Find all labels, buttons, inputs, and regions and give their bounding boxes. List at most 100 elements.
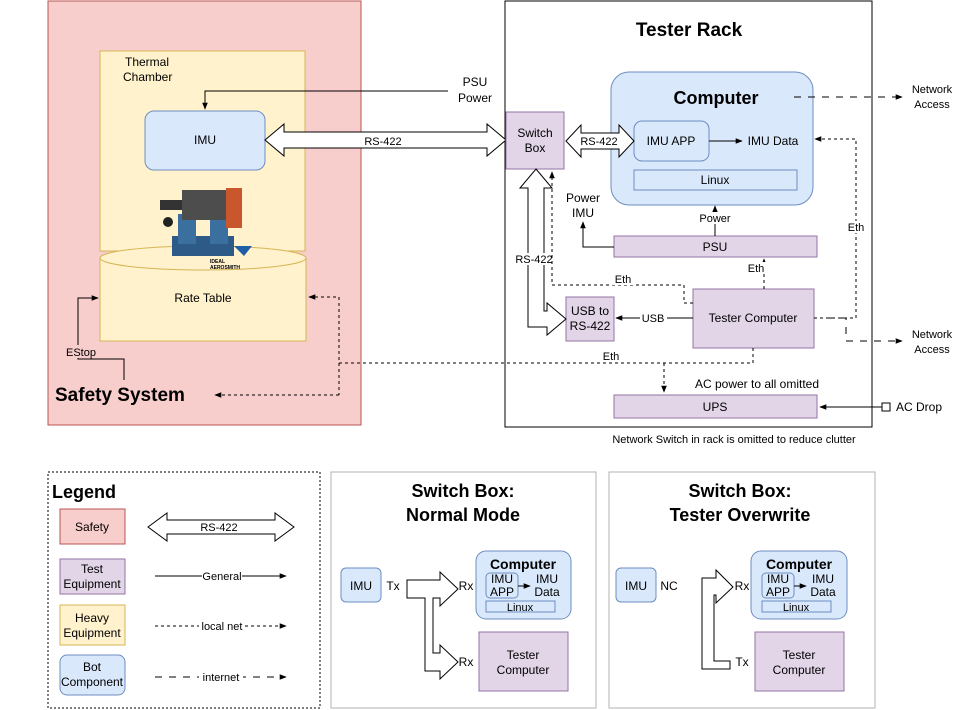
legend-title: Legend [52, 482, 116, 502]
rs422-main-label: RS-422 [364, 136, 401, 148]
normal-tx-label: Tx [386, 579, 399, 593]
rate-table-machine-image: IDEAL AEROSMITH [160, 188, 252, 271]
overwrite-imu-app-2: APP [766, 585, 790, 599]
linux-box [633, 169, 798, 191]
svg-text:IDEAL: IDEAL [210, 259, 225, 265]
overwrite-imu-data-2: Data [810, 585, 836, 599]
power-imu-label-2: IMU [572, 206, 594, 220]
switch-box-label-1: Switch [517, 126, 552, 140]
ups-label: UPS [703, 400, 728, 414]
safety-system-title: Safety System [55, 385, 185, 406]
svg-text:AEROSMITH: AEROSMITH [210, 265, 240, 271]
rate-table[interactable] [99, 258, 307, 342]
ac-drop-label: AC Drop [896, 400, 942, 414]
ac-drop-plug [881, 402, 891, 412]
eth-label-2: Eth [748, 263, 765, 275]
imu-label: IMU [194, 133, 216, 147]
normal-imu-data-1: IMU [536, 572, 558, 586]
eth-tester-to-computer [814, 136, 857, 319]
estop-line [77, 295, 125, 380]
rs422-vertical-label: RS-422 [515, 254, 552, 266]
legend-bot-label-1: Bot [83, 660, 102, 674]
normal-rx-label-2: Rx [459, 655, 474, 669]
ac-note: AC power to all omitted [695, 377, 819, 391]
normal-tester-box [478, 631, 569, 692]
legend-heavy-label-2: Equipment [63, 626, 121, 640]
overwrite-mode-title-2: Tester Overwrite [670, 505, 811, 525]
usb-to-rs422-label-2: RS-422 [570, 319, 611, 333]
switch-box[interactable] [505, 111, 565, 170]
normal-imu-box [340, 567, 382, 603]
overwrite-tester-box [754, 631, 845, 692]
rs422-inner-label: RS-422 [580, 136, 617, 148]
power-imu-label-1: Power [566, 191, 600, 205]
legend-test-label-1: Test [81, 562, 104, 576]
overwrite-mode-arrow [701, 568, 734, 670]
overwrite-imu-data-1: IMU [812, 572, 834, 586]
overwrite-imu-app-1: IMU [767, 572, 789, 586]
normal-linux-label: Linux [507, 602, 534, 614]
overwrite-nc-label: NC [660, 579, 678, 593]
normal-rx-label-1: Rx [459, 579, 474, 593]
normal-tester-label-2: Computer [497, 663, 550, 677]
tester-network-access-line [827, 317, 903, 344]
rack-note: Network Switch in rack is omitted to red… [612, 434, 856, 446]
tester-rack-title: Tester Rack [636, 20, 743, 41]
overwrite-rx-label: Rx [735, 579, 750, 593]
normal-linux-box [485, 600, 556, 613]
switch-box-label-2: Box [525, 141, 546, 155]
tester-computer-label: Tester Computer [709, 311, 798, 325]
rs422-vertical-arrow [518, 168, 567, 337]
network-access-1-line2: Access [914, 99, 950, 111]
legend-rs422-label: RS-422 [200, 522, 237, 534]
normal-mode-title-2: Normal Mode [406, 505, 520, 525]
thermal-chamber-label-2: Chamber [123, 70, 172, 84]
psu-power-label-1: PSU [463, 75, 488, 89]
rate-table-label: Rate Table [174, 291, 231, 305]
usb-to-rs422-box[interactable] [565, 296, 615, 342]
legend-safety-label: Safety [75, 520, 109, 534]
overwrite-tx-label: Tx [735, 655, 748, 669]
overwrite-tester-label-2: Computer [773, 663, 826, 677]
legend-bot-label-2: Component [61, 675, 124, 689]
ups-box[interactable] [613, 394, 818, 419]
normal-imu-data-2: Data [534, 585, 560, 599]
overwrite-computer-title: Computer [766, 556, 833, 572]
normal-imu-app-1: IMU [491, 572, 513, 586]
legend-heavy-label-1: Heavy [75, 611, 109, 625]
legend-test-swatch [59, 558, 126, 595]
computer-title: Computer [674, 88, 759, 108]
linux-label: Linux [701, 173, 730, 187]
normal-computer-title: Computer [490, 556, 557, 572]
legend-bot-swatch [59, 654, 126, 696]
legend-internet-label: internet [203, 672, 240, 684]
network-access-2-line2: Access [914, 344, 950, 356]
eth-label-3: Eth [848, 222, 865, 234]
legend-local-net-label: local net [202, 621, 243, 633]
overwrite-tester-label-1: Tester [783, 648, 816, 662]
thermal-chamber-label-1: Thermal [125, 55, 169, 69]
network-access-1-line1: Network [912, 84, 953, 96]
psu-label: PSU [703, 240, 728, 254]
legend-test-label-2: Equipment [63, 577, 121, 591]
overwrite-linux-label: Linux [783, 602, 810, 614]
overwrite-imu-box [615, 567, 657, 603]
usb-label: USB [642, 313, 665, 325]
overwrite-linux-box [761, 600, 832, 613]
eth-label-1: Eth [615, 274, 632, 286]
power-label: Power [699, 213, 731, 225]
usb-to-rs422-label-1: USB to [571, 304, 609, 318]
eth-tester-to-switchbox [549, 171, 693, 304]
tester-computer-box[interactable] [692, 288, 815, 349]
legend-general-label: General [202, 571, 241, 583]
estop-label: EStop [66, 347, 96, 359]
overwrite-mode-title-1: Switch Box: [688, 481, 791, 501]
normal-mode-split-arrow [406, 570, 459, 681]
imu-data-label: IMU Data [748, 134, 799, 148]
legend-safety-swatch [59, 508, 126, 545]
psu-power-line [202, 90, 448, 110]
psu-power-label-2: Power [458, 91, 492, 105]
normal-mode-title-1: Switch Box: [411, 481, 514, 501]
normal-imu-label: IMU [350, 579, 372, 593]
